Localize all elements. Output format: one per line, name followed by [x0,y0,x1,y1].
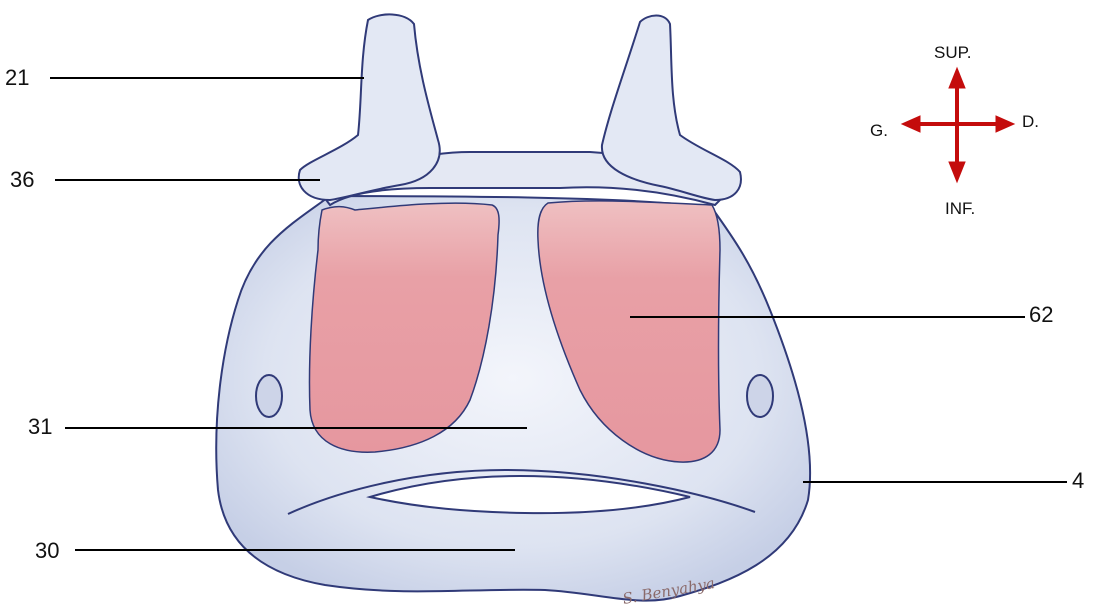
compass-right-label: D. [1022,113,1039,130]
compass-sup-label: SUP. [934,44,972,61]
label-36: 36 [10,169,34,191]
right-process [602,16,741,201]
label-30: 30 [35,540,59,562]
left-foramen [256,375,282,417]
left-process [299,14,440,200]
arrow-down-icon [949,162,965,182]
label-4: 4 [1072,470,1084,492]
compass-left-label: G. [870,122,888,139]
vertebral-body [216,196,810,601]
label-31: 31 [28,416,52,438]
arrow-up-icon [949,68,965,88]
right-foramen [747,375,773,417]
label-62: 62 [1029,304,1053,326]
compass-inf-label: INF. [945,200,975,217]
arrow-right-icon [996,116,1014,132]
orientation-compass [902,68,1014,182]
label-21: 21 [5,67,29,89]
arrow-left-icon [902,116,920,132]
